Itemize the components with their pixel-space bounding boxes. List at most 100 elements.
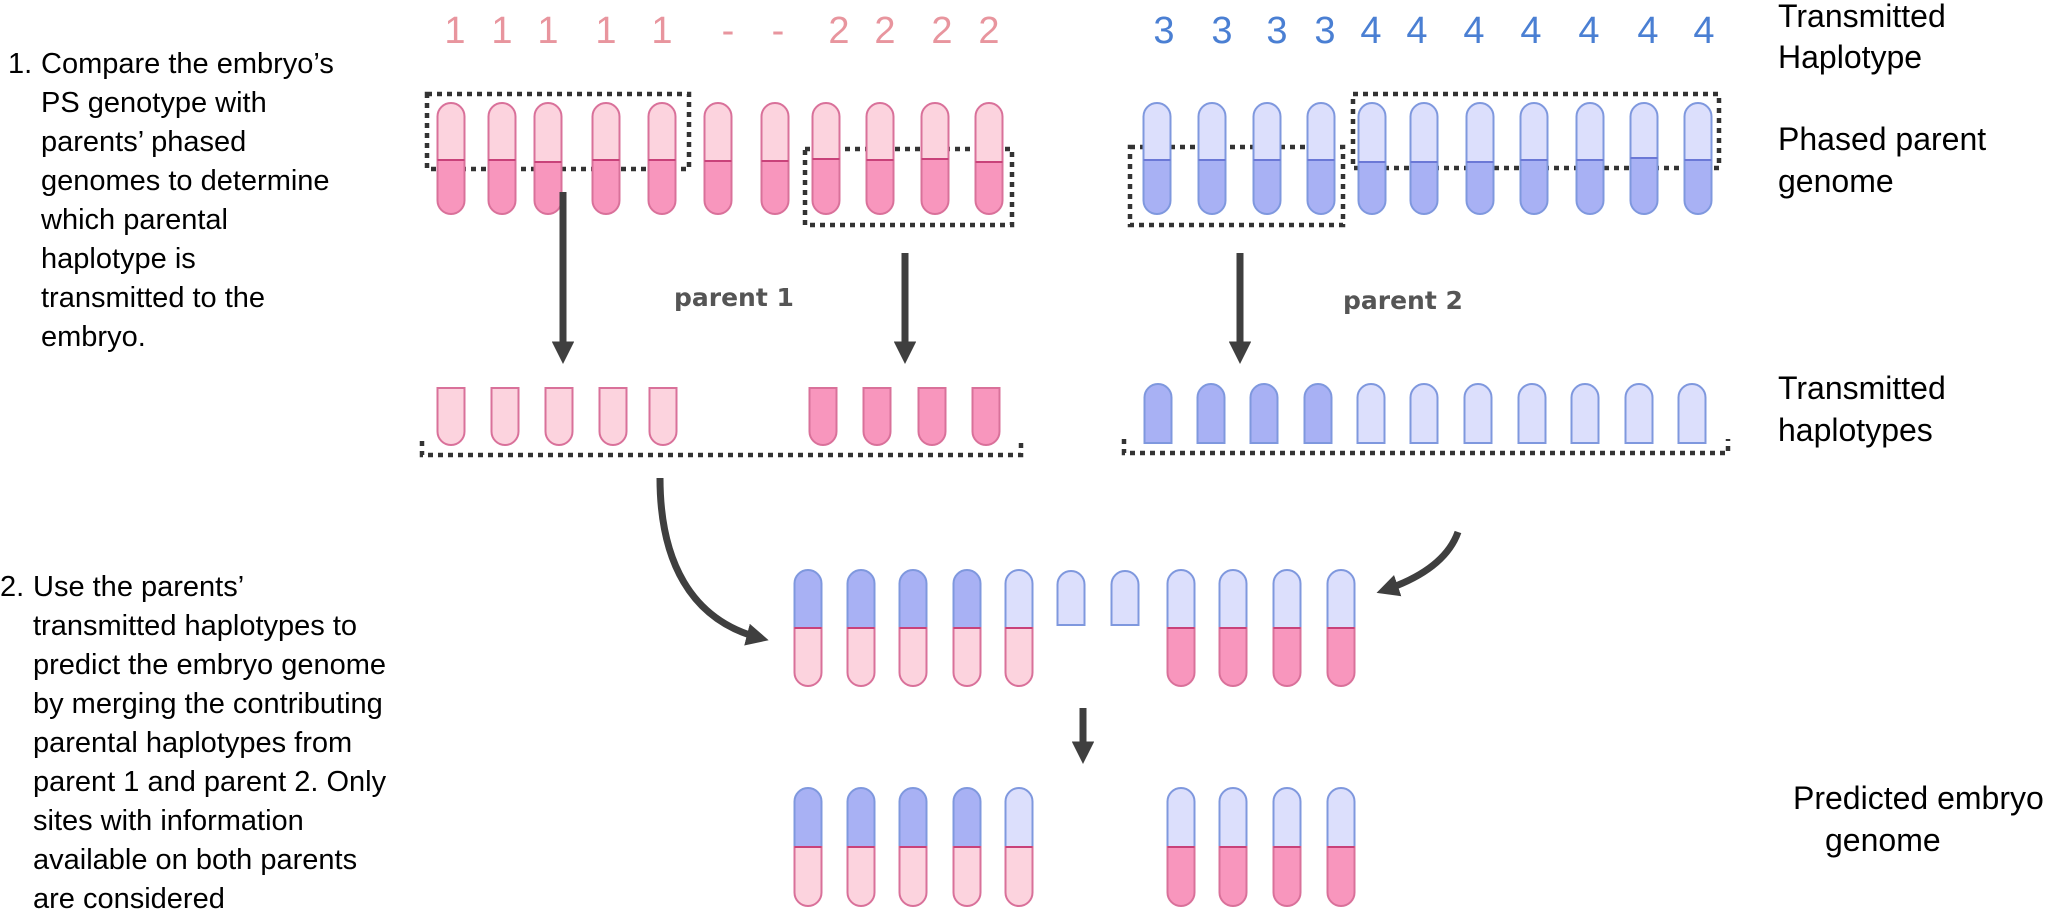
step1-line: haplotype is xyxy=(41,243,196,275)
transmitted-parent2-chromosome xyxy=(1570,383,1600,444)
step2-line: are considered xyxy=(33,883,225,915)
merged-chromosome xyxy=(1218,569,1248,687)
transmitted-parent2-chromosome xyxy=(1356,383,1386,444)
predicted-embryo-chromosome xyxy=(952,787,982,907)
parent2-haplotype3-box xyxy=(1127,144,1346,228)
parent1-chromosome xyxy=(760,102,790,215)
haplotype-p2-digit: 4 xyxy=(1406,10,1428,52)
label-parent2: parent 2 xyxy=(1343,286,1463,315)
parent2-transmitted-bracket xyxy=(1121,439,1731,456)
step2-line: parental haplotypes from xyxy=(33,727,353,759)
step2-line: sites with information xyxy=(33,805,304,837)
transmitted-parent2-chromosome xyxy=(1409,383,1439,444)
haplotype-p1-digit: 1 xyxy=(444,10,466,52)
parent2-chromosome xyxy=(1465,102,1495,215)
transmitted-parent2-chromosome xyxy=(1517,383,1547,444)
parent2-chromosome xyxy=(1142,102,1172,215)
step1-number: 1. xyxy=(8,48,33,80)
transmitted-parent1-chromosome xyxy=(917,387,947,446)
haplotype-p2-digit: 3 xyxy=(1266,10,1288,52)
transmitted-parent2-chromosome xyxy=(1303,383,1333,444)
parent1-haplotype1-box xyxy=(424,91,692,172)
transmitted-parent2-chromosome xyxy=(1196,383,1226,444)
arrows xyxy=(551,192,1462,764)
haplotype-p1-digit: 1 xyxy=(491,10,513,52)
merged-chromosome xyxy=(1326,569,1356,687)
predicted-embryo-chromosome xyxy=(1004,787,1034,907)
step1-line: parents’ phased xyxy=(41,126,247,158)
parent1-haplotype2-box xyxy=(802,146,1015,228)
parent1-chromosome xyxy=(436,102,466,215)
haplotype-p2-digit: 3 xyxy=(1211,10,1233,52)
predicted-embryo-chromosome xyxy=(793,787,823,907)
transmitted-parent1-chromosome xyxy=(544,387,574,446)
step2-line: transmitted haplotypes to xyxy=(33,610,358,642)
step1-line: Compare the embryo’s xyxy=(41,48,334,80)
parent1-transmitted-bracket xyxy=(419,441,1024,458)
parent1-chromosome xyxy=(533,102,563,215)
merged-chromosome xyxy=(898,569,928,687)
haplotype-p2-digit: 4 xyxy=(1360,10,1382,52)
haplotype-p2-digit: 3 xyxy=(1153,10,1175,52)
transmitted-parent1-chromosome xyxy=(436,387,466,446)
transmitted-parent2-chromosome xyxy=(1463,383,1493,444)
step1-line: PS genotype with xyxy=(41,87,267,119)
label-transmitted-haplotype-1: Transmitted xyxy=(1778,0,1946,34)
merged-chromosome xyxy=(793,569,823,687)
haplotype-p2-digit: 3 xyxy=(1314,10,1336,52)
transmitted-parent1-chromosome xyxy=(648,387,678,446)
haplotype-p2-digit: 4 xyxy=(1578,10,1600,52)
parent2-chromosome xyxy=(1357,102,1387,215)
transmitted-parent1-chromosome xyxy=(490,387,520,446)
label-transmitted-haplotypes-2: haplotypes xyxy=(1778,412,1933,448)
label-parent1: parent 1 xyxy=(674,283,794,312)
transmitted-parent2-chromosome xyxy=(1143,383,1173,444)
predicted-embryo-chromosome xyxy=(1218,787,1248,907)
parent1-chromosome xyxy=(811,102,841,215)
predicted-embryo-chromosome xyxy=(898,787,928,907)
merged-chromosome xyxy=(952,569,982,687)
merged-chromosome xyxy=(1166,569,1196,687)
step2-line: by merging the contributing xyxy=(33,688,383,720)
step2-line: Use the parents’ xyxy=(33,571,245,603)
parent2-chromosome xyxy=(1683,102,1713,215)
haplotype-p1-digit: 2 xyxy=(828,10,850,52)
merged-chromosome xyxy=(1272,569,1302,687)
parent2-chromosome xyxy=(1197,102,1227,215)
parent2-chromosome xyxy=(1629,102,1659,215)
haplotype-p2-digit: 4 xyxy=(1637,10,1659,52)
predicted-embryo-chromosome xyxy=(1326,787,1356,907)
merged-blue-only-chromosome xyxy=(1110,570,1140,626)
transmitted-parent2-chromosome xyxy=(1624,383,1654,444)
transmitted-parent1-chromosome xyxy=(598,387,628,446)
merged-chromosome xyxy=(846,569,876,687)
parent2-chromosome xyxy=(1409,102,1439,215)
curved-arrow-icon xyxy=(656,477,769,646)
transmitted-parent2-chromosome xyxy=(1249,383,1279,444)
parent2-chromosome xyxy=(1252,102,1282,215)
haplotype-p1-digit: 1 xyxy=(595,10,617,52)
label-phased-parent-genome-1: Phased parent xyxy=(1778,121,1987,157)
predicted-embryo-chromosome xyxy=(846,787,876,907)
step2-line: parent 1 and parent 2. Only xyxy=(33,766,387,798)
step2-line: available on both parents xyxy=(33,844,358,876)
chromosome-bars xyxy=(436,102,1713,907)
parent2-chromosome xyxy=(1575,102,1605,215)
transmitted-parent1-chromosome xyxy=(808,387,838,446)
haplotype-p1-digit: 1 xyxy=(651,10,673,52)
haplotype-p1-digit: - xyxy=(771,10,785,52)
haplotype-p2-digit: 4 xyxy=(1693,10,1715,52)
step2-line: predict the embryo genome xyxy=(33,649,387,681)
step1-line: embryo. xyxy=(41,321,146,353)
merged-blue-only-chromosome xyxy=(1056,570,1086,626)
step2-number: 2. xyxy=(0,571,25,603)
selection-boxes xyxy=(419,91,1731,458)
transmitted-parent1-chromosome xyxy=(971,387,1001,446)
predicted-embryo-chromosome xyxy=(1272,787,1302,907)
haplotype-p2-digit: 4 xyxy=(1520,10,1542,52)
predicted-embryo-chromosome xyxy=(1166,787,1196,907)
haplotype-p2-digit: 4 xyxy=(1463,10,1485,52)
haplotype-p1-digit: 1 xyxy=(537,10,559,52)
